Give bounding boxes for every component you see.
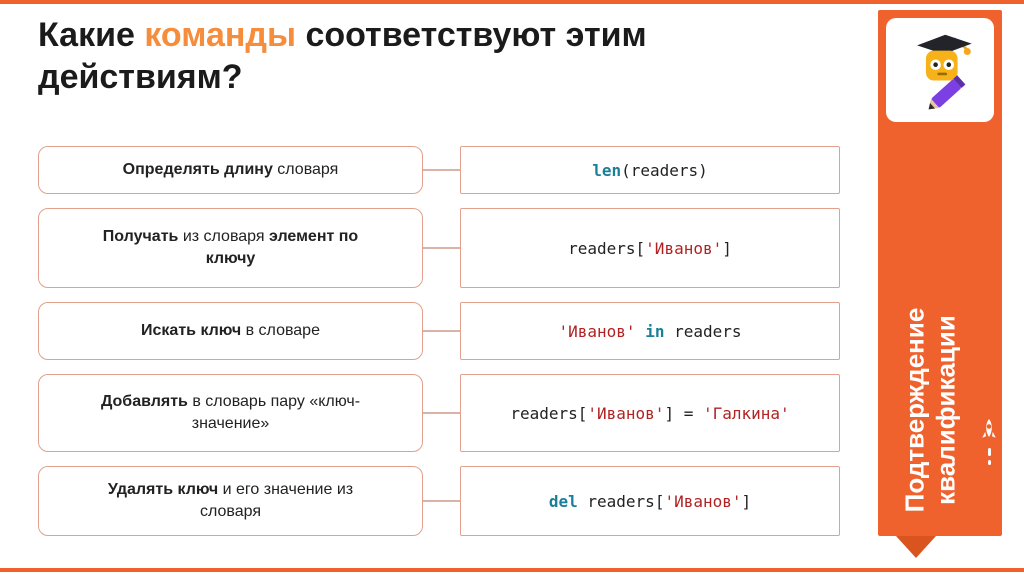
title-text-suffix: соответствуют этим действиям? <box>38 16 647 97</box>
bottom-accent-bar <box>0 568 1024 572</box>
ribbon-label-line1: Подтверждение <box>899 307 930 513</box>
rocket-trail-dash <box>987 460 991 465</box>
action-box: Искать ключ в словаре <box>38 302 423 360</box>
top-accent-bar <box>0 0 1024 4</box>
action-text: в словарь пару «ключ-значение» <box>187 393 361 432</box>
action-text: и его значение из словаря <box>199 481 354 520</box>
code-token: ] <box>741 491 752 511</box>
code-box: len(readers) <box>460 146 840 194</box>
graduate-pencil-mascot-icon <box>917 34 972 110</box>
ribbon: Подтверждение квалификации <box>878 10 1002 536</box>
action-text: Искать ключ <box>141 322 242 340</box>
code-token: 'Иванов' <box>645 238 723 258</box>
action-box: Удалять ключ и его значение из словаря <box>38 466 423 536</box>
action-text: Получать <box>102 228 179 246</box>
code-box: readers['Иванов'] = 'Галкина' <box>460 374 840 452</box>
code-token: 'Иванов' <box>558 321 636 341</box>
row: Определять длину словаря len(readers) <box>38 146 840 194</box>
page-title: Какие команды соответствуют этим действи… <box>38 14 818 98</box>
code-token: readers[ <box>568 238 646 258</box>
connector-line <box>423 169 460 171</box>
code-token: readers[ <box>577 491 665 511</box>
ribbon-label: Подтверждение квалификации <box>899 308 960 513</box>
row: Удалять ключ и его значение из словаря de… <box>38 466 840 536</box>
row: Искать ключ в словаре 'Иванов' in readers <box>38 302 840 360</box>
action-box: Определять длину словаря <box>38 146 423 194</box>
code-box: del readers['Иванов'] <box>460 466 840 536</box>
row: Получать из словаря элемент по ключу read… <box>38 208 840 288</box>
code-box: 'Иванов' in readers <box>460 302 840 360</box>
action-box: Получать из словаря элемент по ключу <box>38 208 423 288</box>
title-highlight: команды <box>144 16 297 54</box>
code-token: ] = <box>664 403 703 423</box>
ribbon-arrow <box>896 536 936 558</box>
title-text-prefix: Какие <box>38 16 145 54</box>
action-text: в словаре <box>241 322 320 340</box>
connector-line <box>423 412 460 414</box>
rocket-icon <box>978 418 1000 478</box>
action-text: элемент по ключу <box>205 228 359 267</box>
action-text: Определять длину <box>122 161 273 179</box>
connector-line <box>423 330 460 332</box>
action-text: из словаря <box>178 228 269 246</box>
action-text: словаря <box>272 161 339 179</box>
action-box: Добавлять в словарь пару «ключ-значение» <box>38 374 423 452</box>
connector-line <box>423 247 460 249</box>
rocket-trail-dash <box>987 448 991 456</box>
code-token: ] <box>722 238 732 258</box>
code-token: del <box>548 491 578 511</box>
action-text: Добавлять <box>100 393 188 411</box>
ribbon-label-line2: квалификации <box>930 315 960 505</box>
row: Добавлять в словарь пару «ключ-значение»… <box>38 374 840 452</box>
code-token: in <box>645 321 665 341</box>
rows: Определять длину словаря len(readers) Полу… <box>38 146 840 536</box>
code-token: (readers) <box>621 160 708 180</box>
code-token: 'Иванов' <box>587 403 665 423</box>
code-token: len <box>592 160 622 180</box>
code-token: 'Галкина' <box>702 403 790 423</box>
action-text: Удалять ключ <box>107 481 219 499</box>
mascot-card <box>886 18 994 122</box>
code-token <box>636 322 646 341</box>
code-token: readers <box>664 321 742 341</box>
connector-line <box>423 500 460 502</box>
code-token: readers[ <box>510 403 588 423</box>
code-box: readers['Иванов'] <box>460 208 840 288</box>
code-token: 'Иванов' <box>664 491 742 511</box>
